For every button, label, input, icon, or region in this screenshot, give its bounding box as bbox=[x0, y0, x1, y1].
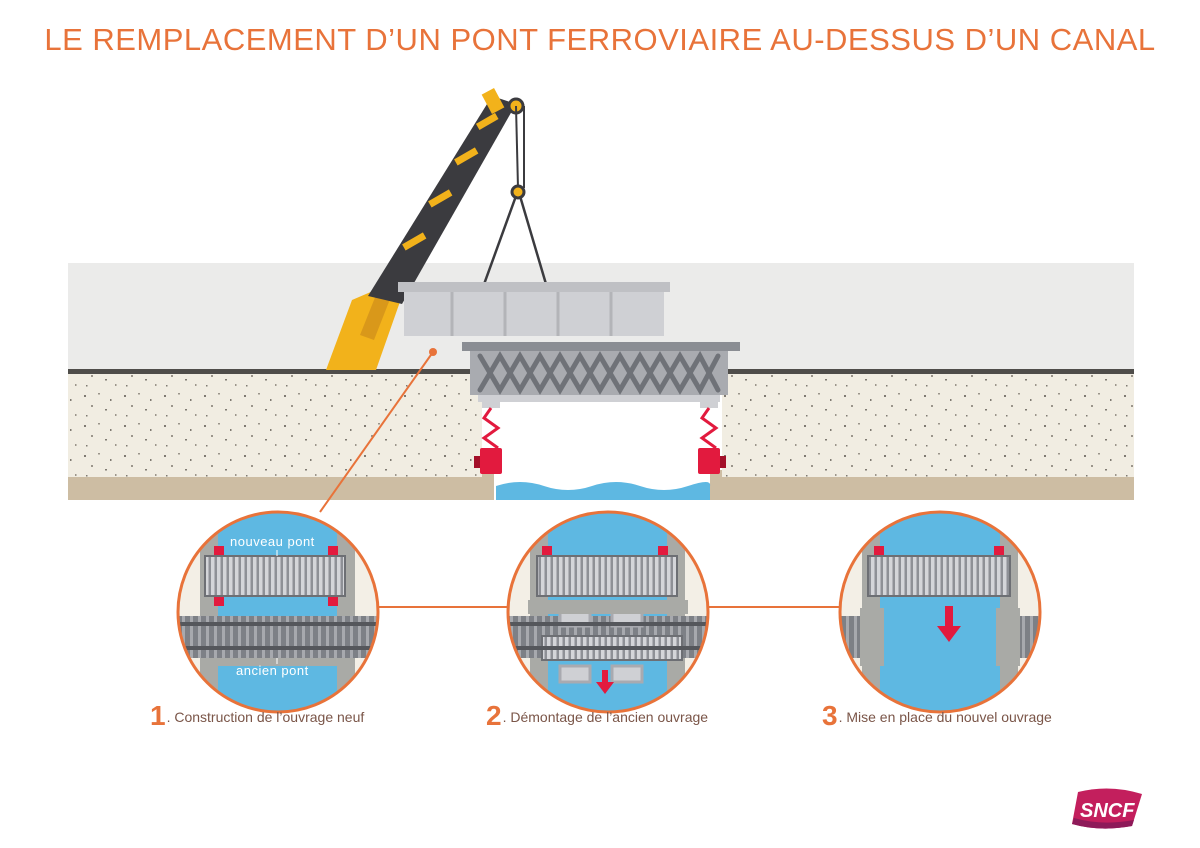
connector-lines bbox=[319, 348, 840, 608]
step-number: 3 bbox=[822, 700, 838, 731]
step-caption-2: 2. Démontage de l’ancien ouvrage bbox=[486, 700, 708, 732]
new-bridge-deck bbox=[398, 282, 670, 336]
step-number: 1 bbox=[150, 700, 166, 731]
page-title: LE REMPLACEMENT D’UN PONT FERROVIAIRE AU… bbox=[44, 22, 1156, 57]
arrow-down-icon bbox=[937, 606, 961, 642]
step-text: . Mise en place du nouvel ouvrage bbox=[838, 709, 1052, 725]
hydraulic-jacks bbox=[474, 402, 726, 474]
step-text: . Démontage de l’ancien ouvrage bbox=[502, 709, 709, 725]
step-text: . Construction de l’ouvrage neuf bbox=[166, 709, 365, 725]
old-bridge-truss bbox=[462, 342, 740, 402]
step-number: 2 bbox=[486, 700, 502, 731]
logo-text: SNCF bbox=[1080, 800, 1135, 822]
detail-circle-2 bbox=[506, 510, 710, 714]
step-caption-1: 1. Construction de l’ouvrage neuf bbox=[150, 700, 364, 732]
label-old-bridge: ancien pont bbox=[236, 663, 309, 678]
detail-circle-1: nouveau pont ancien pont bbox=[176, 510, 380, 714]
detail-circle-3 bbox=[838, 510, 1042, 714]
label-new-bridge: nouveau pont bbox=[230, 534, 315, 549]
arrow-down-icon bbox=[596, 670, 614, 694]
crane bbox=[326, 88, 548, 370]
step-caption-3: 3. Mise en place du nouvel ouvrage bbox=[822, 700, 1052, 732]
sncf-logo: SNCF bbox=[1072, 788, 1142, 829]
